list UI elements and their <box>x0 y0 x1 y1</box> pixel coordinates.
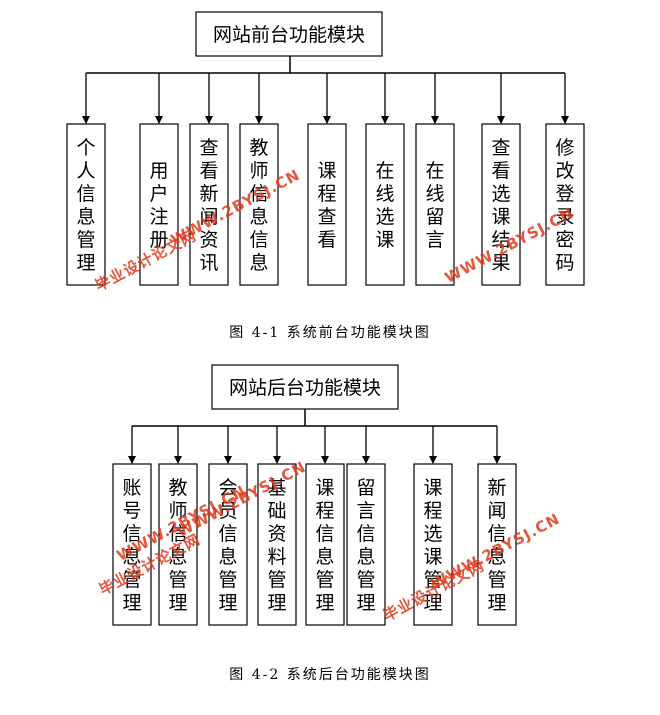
module-label: 在线选课 <box>375 160 394 251</box>
module-box <box>481 123 521 286</box>
module-box <box>112 463 152 626</box>
module-label: 用户注册 <box>149 160 168 251</box>
caption-backend: 图 4-2 系统后台功能模块图 <box>229 667 431 683</box>
module-label: 课程查看 <box>317 160 336 251</box>
module-label: 个人信息管理 <box>76 137 95 274</box>
module-box <box>365 123 405 286</box>
module-box <box>158 463 198 626</box>
module-box <box>305 463 345 626</box>
module-label: 教师信息信息 <box>249 137 268 274</box>
module-box <box>346 463 386 626</box>
root-title: 网站后台功能模块 <box>229 377 381 399</box>
caption-frontend: 图 4-1 系统前台功能模块图 <box>229 325 431 341</box>
module-box <box>139 123 179 286</box>
module-box <box>189 123 229 286</box>
root-title: 网站前台功能模块 <box>213 24 365 46</box>
module-box <box>257 463 297 626</box>
module-label: 会员信息管理 <box>218 477 237 614</box>
module-box <box>413 463 453 626</box>
module-box <box>208 463 248 626</box>
module-box <box>415 123 455 286</box>
module-label: 基础资料管理 <box>267 477 286 614</box>
module-label: 课程选课管理 <box>423 477 442 614</box>
module-label: 查看选课结果 <box>491 137 510 274</box>
module-label: 修改登录密码 <box>555 137 574 274</box>
module-box <box>477 463 517 626</box>
module-label: 教师信息管理 <box>168 477 187 614</box>
module-label: 查看新闻资讯 <box>199 137 218 274</box>
root-box <box>195 11 383 57</box>
module-label: 留言信息管理 <box>356 477 375 614</box>
module-box <box>239 123 279 286</box>
module-label: 在线留言 <box>425 160 444 251</box>
module-box <box>66 123 106 286</box>
module-label: 新闻信息管理 <box>487 477 506 614</box>
module-label: 账号信息管理 <box>122 477 141 614</box>
module-box <box>545 123 585 286</box>
root-box <box>211 364 399 410</box>
module-label: 课程信息管理 <box>315 477 334 614</box>
module-box <box>307 123 347 286</box>
